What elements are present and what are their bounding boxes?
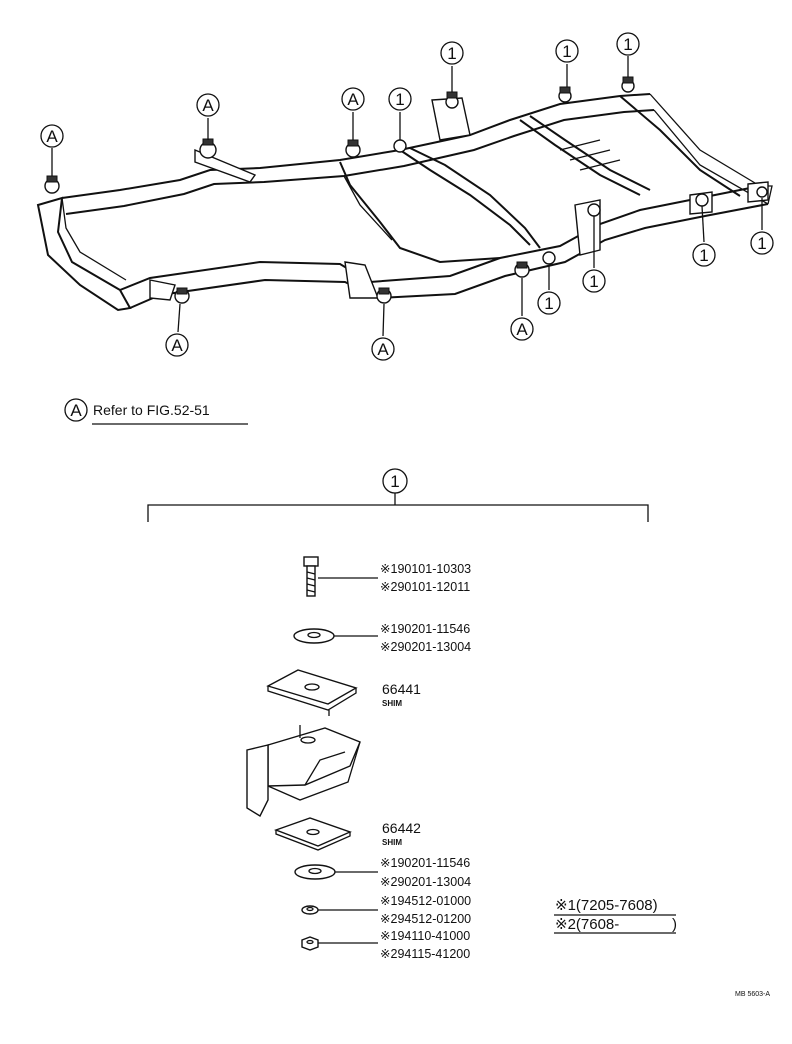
svg-text:※190201-11546: ※190201-11546 <box>380 856 470 870</box>
leader-lines <box>51 56 763 337</box>
svg-text:※290101-12011: ※290101-12011 <box>380 580 470 594</box>
exploded-group-header: 1 <box>147 468 649 522</box>
callout-1: 1 <box>555 39 579 63</box>
callout-a: A <box>371 337 395 361</box>
svg-text:※194512-01000: ※194512-01000 <box>380 894 471 908</box>
svg-text:※190201-11546: ※190201-11546 <box>380 622 470 636</box>
part-label-bolt: ※190101-10303 ※290101-12011 <box>380 562 471 594</box>
callout-1: 1 <box>616 32 640 56</box>
svg-text:※290201-13004: ※290201-13004 <box>380 875 471 889</box>
callout-1: 1 <box>537 291 561 315</box>
svg-text:1: 1 <box>390 472 399 491</box>
svg-text:1: 1 <box>699 246 708 265</box>
reference-text: Refer to FIG.52-51 <box>93 402 210 418</box>
washer-part <box>293 628 378 644</box>
callout-1: 1 <box>440 41 464 65</box>
callout-a: A <box>510 317 534 341</box>
svg-text:※294115-41200: ※294115-41200 <box>380 947 470 961</box>
part-label-nut: ※194110-41000 ※294115-41200 <box>380 929 470 961</box>
callout-a: A <box>196 93 220 117</box>
bolt-part <box>303 556 378 597</box>
svg-text:66441: 66441 <box>382 681 421 697</box>
svg-text:1: 1 <box>589 272 598 291</box>
svg-text:1: 1 <box>562 42 571 61</box>
frame-mounts <box>44 76 768 304</box>
svg-text:SHIM: SHIM <box>382 838 402 847</box>
nut-part <box>301 936 378 951</box>
svg-text:※290201-13004: ※290201-13004 <box>380 640 471 654</box>
svg-text:1: 1 <box>395 90 404 109</box>
svg-text:A: A <box>516 320 528 339</box>
svg-text:※190101-10303: ※190101-10303 <box>380 562 471 576</box>
shim-66442-part <box>273 817 352 851</box>
callout-1: 1 <box>692 243 716 267</box>
svg-text:1: 1 <box>544 294 553 313</box>
vehicle-frame <box>36 93 773 312</box>
callout-1: 1 <box>582 269 606 293</box>
svg-text:1: 1 <box>447 44 456 63</box>
svg-text:1: 1 <box>757 234 766 253</box>
figure-code: MB 5603-A <box>735 991 770 998</box>
legend-line-1: ※1(7205-7608) <box>555 897 658 914</box>
callout-a: A <box>341 87 365 111</box>
svg-text:※194110-41000: ※194110-41000 <box>380 929 470 943</box>
svg-text:A: A <box>347 90 359 109</box>
svg-text:A: A <box>202 96 214 115</box>
part-label-washer: ※190201-11546 ※290201-13004 <box>380 856 471 889</box>
part-label-shim-66441: 66441 SHIM <box>382 681 421 708</box>
callout-1: 1 <box>750 231 774 255</box>
svg-text:A: A <box>46 127 58 146</box>
svg-text:1: 1 <box>623 35 632 54</box>
callouts: A A A 1 1 1 1 A A A 1 1 1 1 <box>40 32 774 361</box>
legend-line-2: ※2(7608- <box>555 916 619 933</box>
svg-text:A: A <box>171 336 183 355</box>
svg-text:SHIM: SHIM <box>382 699 402 708</box>
part-label-shim-66442: 66442 SHIM <box>382 820 421 847</box>
part-label-washer: ※190201-11546 ※290201-13004 <box>380 622 471 654</box>
callout-a: A <box>40 124 64 148</box>
callout-1: 1 <box>388 87 412 111</box>
svg-text:A: A <box>377 340 389 359</box>
svg-text:※294512-01200: ※294512-01200 <box>380 912 471 926</box>
mount-bracket-part <box>246 725 361 817</box>
svg-text:66442: 66442 <box>382 820 421 836</box>
shim-66441-part <box>266 669 358 716</box>
legend-line-2-end: ) <box>672 916 677 933</box>
washer-part <box>294 864 378 880</box>
reference-note: A Refer to FIG.52-51 <box>64 398 248 425</box>
date-legend: ※1(7205-7608) ※2(7608- ) <box>554 897 677 934</box>
callout-a: A <box>165 333 189 357</box>
reference-marker: A <box>70 401 82 420</box>
lock-washer-part <box>301 905 378 915</box>
part-label-lock-washer: ※194512-01000 ※294512-01200 <box>380 894 471 926</box>
